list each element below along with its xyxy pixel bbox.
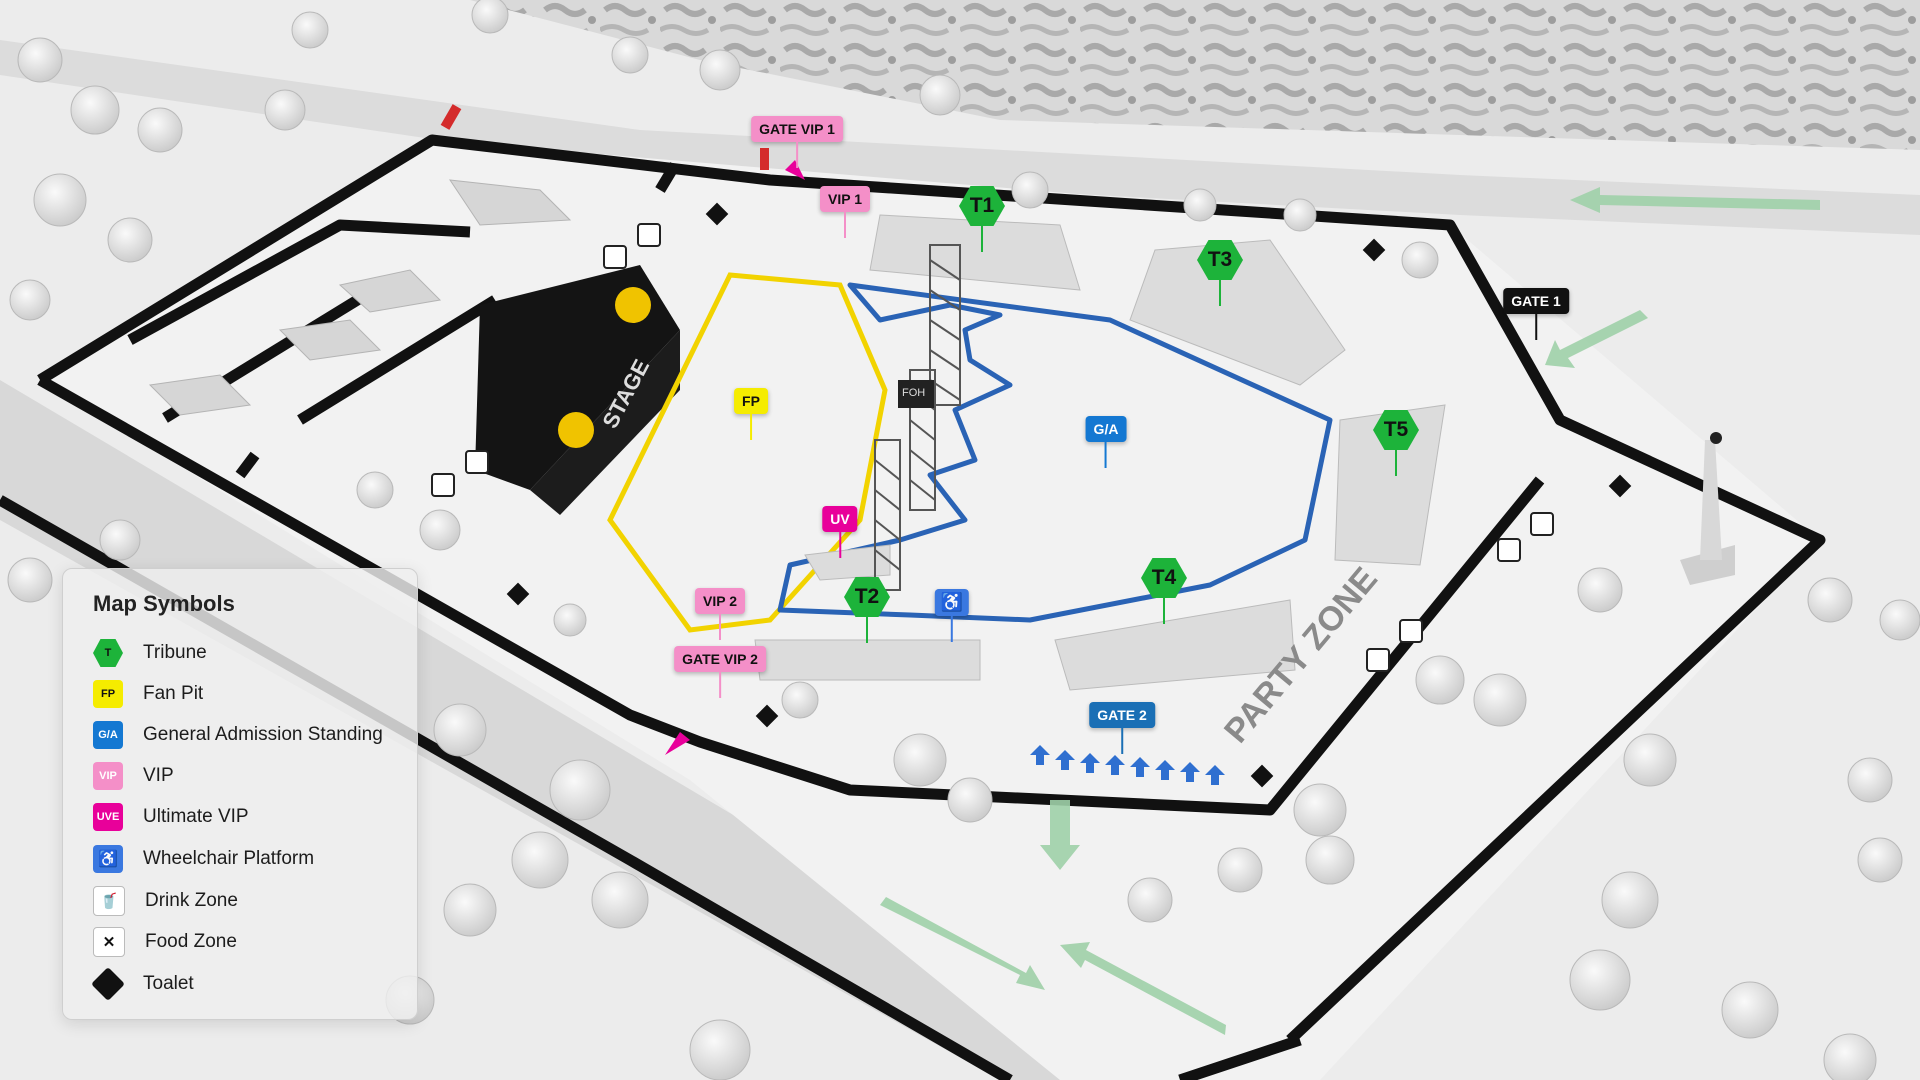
fan-pit-marker[interactable]: FP (734, 388, 768, 440)
gate-vip-1-label: GATE VIP 1 (751, 116, 843, 142)
ultimate-vip-symbol: UVE (93, 803, 123, 831)
perimeter-wall (0, 134, 1826, 1080)
general-admission-marker[interactable]: G/A (1085, 416, 1127, 468)
toilet-markers (506, 202, 1632, 788)
tribune-4-marker[interactable]: T4 (1141, 558, 1187, 624)
gate-1-label: GATE 1 (1503, 288, 1569, 314)
food-icon: ✕ (93, 927, 125, 957)
fan-pit-symbol: FP (93, 680, 123, 708)
legend-label: Fan Pit (143, 683, 204, 704)
tribune-5-marker[interactable]: T5 (1373, 410, 1419, 476)
ultimate-vip-marker[interactable]: UV (822, 506, 858, 558)
wheelchair-platform-marker[interactable]: ♿ (934, 589, 970, 642)
gate-vip-1-marker[interactable]: GATE VIP 1 (751, 116, 843, 168)
legend-item-drink-zone: 🥤 Drink Zone (93, 886, 238, 916)
tribune-3-marker[interactable]: T3 (1197, 240, 1243, 306)
legend-item-vip: VIP VIP (93, 761, 174, 791)
legend-label: Toalet (143, 973, 194, 994)
terrain-top (470, 0, 1920, 150)
tribune-1-label: T1 (959, 186, 1005, 226)
tribune-3-label: T3 (1197, 240, 1243, 280)
legend-label: General Admission Standing (143, 724, 383, 745)
legend-item-general-admission: G/A General Admission Standing (93, 720, 383, 750)
barrier (440, 104, 462, 130)
food-drink-markers (431, 223, 1554, 672)
vip-symbol: VIP (93, 762, 123, 790)
legend-item-fan-pit: FP Fan Pit (93, 679, 203, 709)
gate-2-label: GATE 2 (1089, 702, 1155, 728)
general-admission-symbol: G/A (93, 721, 123, 749)
legend-label: Drink Zone (145, 890, 238, 911)
traffic-arrows (880, 187, 1820, 1035)
legend-label: Tribune (143, 642, 207, 663)
general-admission-label: G/A (1085, 416, 1127, 442)
vip-2-marker[interactable]: VIP 2 (695, 588, 745, 640)
legend-label: VIP (143, 765, 174, 786)
legend-label: Wheelchair Platform (143, 848, 315, 869)
monument (1680, 432, 1735, 585)
gate-2-marker[interactable]: GATE 2 (1089, 702, 1155, 754)
legend-item-wheelchair: ♿ Wheelchair Platform (93, 844, 314, 874)
legend-title: Map Symbols (93, 591, 235, 616)
legend-item-tribune: T Tribune (93, 638, 207, 668)
foh-label: FOH (902, 387, 925, 399)
trees (7, 0, 1920, 1080)
tribune-4-label: T4 (1141, 558, 1187, 598)
gate-vip-2-marker[interactable]: GATE VIP 2 (674, 646, 766, 698)
general-admission-outline (777, 282, 1333, 623)
gate-1-marker[interactable]: GATE 1 (1503, 288, 1569, 340)
legend-item-food-zone: ✕ Food Zone (93, 927, 237, 957)
ultimate-vip-label: UV (822, 506, 858, 532)
toilet-icon (91, 967, 125, 1001)
stage-structure: STAGE (475, 265, 680, 515)
drink-icon: 🥤 (93, 886, 125, 916)
backstage-tents (148, 179, 572, 416)
gate-vip-2-label: GATE VIP 2 (674, 646, 766, 672)
vip-2-label: VIP 2 (695, 588, 745, 614)
tribune-2-label: T2 (844, 577, 890, 617)
vip-1-marker[interactable]: VIP 1 (820, 186, 870, 238)
vip-1-label: VIP 1 (820, 186, 870, 212)
gate-2-entry-arrows (1030, 745, 1225, 785)
tribune-symbol: T (93, 639, 123, 667)
legend-item-ultimate-vip: UVE Ultimate VIP (93, 802, 249, 832)
wheelchair-icon: ♿ (93, 845, 123, 873)
legend-item-toilet: Toalet (91, 967, 194, 1001)
road-top (0, 40, 1920, 235)
barrier (760, 148, 769, 170)
gate-vip-arrow (785, 160, 805, 180)
tribunes (754, 214, 1446, 691)
fan-pit-label: FP (734, 388, 768, 414)
legend-label: Food Zone (145, 931, 237, 952)
foh-box (898, 380, 934, 408)
legend-label: Ultimate VIP (143, 806, 249, 827)
wheelchair-icon: ♿ (934, 589, 970, 616)
tribune-2-marker[interactable]: T2 (844, 577, 890, 643)
tribune-5-label: T5 (1373, 410, 1419, 450)
gate-vip-2-arrow (665, 732, 690, 755)
tribune-1-marker[interactable]: T1 (959, 186, 1005, 252)
map-legend: Map Symbols T Tribune FP Fan Pit G/A Gen… (62, 568, 418, 1020)
